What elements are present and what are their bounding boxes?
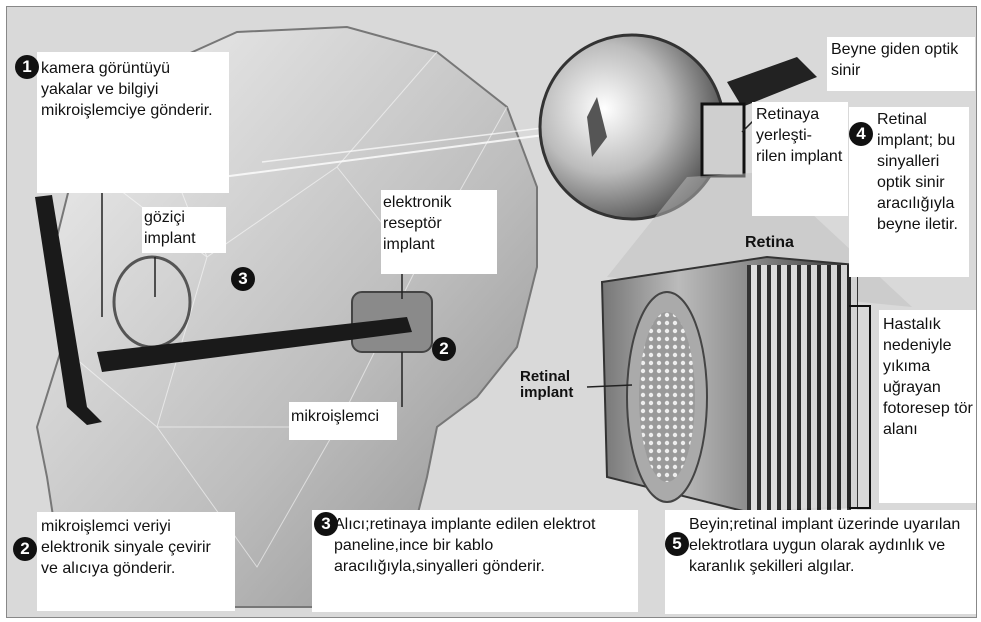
- callout-2: mikroişlemci veriyi elektronik sinyale ç…: [37, 512, 235, 611]
- callout-1-text: kamera görüntüyü yakalar ve bilgiyi mikr…: [41, 58, 225, 121]
- callout-5: Beyin;retinal implant üzerinde uyarılan …: [665, 510, 977, 614]
- callout-2-number: 2: [13, 537, 37, 561]
- head-marker-2: 2: [432, 337, 456, 361]
- damage-bracket: [849, 305, 871, 509]
- label-retinal-implant: Retinal implant: [520, 369, 590, 401]
- photoreceptor-layer: [747, 265, 857, 510]
- callout-2-text: mikroişlemci veriyi elektronik sinyale ç…: [41, 516, 231, 579]
- electrode-grid: [639, 312, 695, 482]
- diagram-frame: kamera görüntüyü yakalar ve bilgiyi mikr…: [6, 6, 977, 618]
- label-microprocessor: mikroişlemci: [289, 402, 397, 440]
- callout-5-text: Beyin;retinal implant üzerinde uyarılan …: [689, 514, 977, 577]
- callout-5-number: 5: [665, 532, 689, 556]
- callout-3-text: Alıcı;retinaya implante edilen elektrot …: [334, 514, 634, 577]
- label-retina-implant: Retinaya yerleşti- rilen implant: [752, 102, 848, 216]
- label-damage-area: Hastalık nedeniyle yıkıma uğrayan fotore…: [879, 310, 977, 503]
- retina-implant-inset: [702, 104, 744, 176]
- callout-4-text: Retinal implant; bu sinyalleri optik sin…: [877, 109, 965, 235]
- label-optic-nerve: Beyne giden optik sinir: [827, 37, 975, 91]
- callout-1: kamera görüntüyü yakalar ve bilgiyi mikr…: [37, 52, 229, 193]
- callout-3-number: 3: [314, 512, 338, 536]
- callout-4-number: 4: [849, 122, 873, 146]
- callout-1-number: 1: [15, 55, 39, 79]
- label-retina-title: Retina: [745, 235, 794, 251]
- callout-3: Alıcı;retinaya implante edilen elektrot …: [312, 510, 638, 612]
- label-gozici-implant: göziçi implant: [142, 207, 226, 253]
- head-marker-3: 3: [231, 267, 255, 291]
- label-receptor-implant: elektronik reseptör implant: [381, 190, 497, 274]
